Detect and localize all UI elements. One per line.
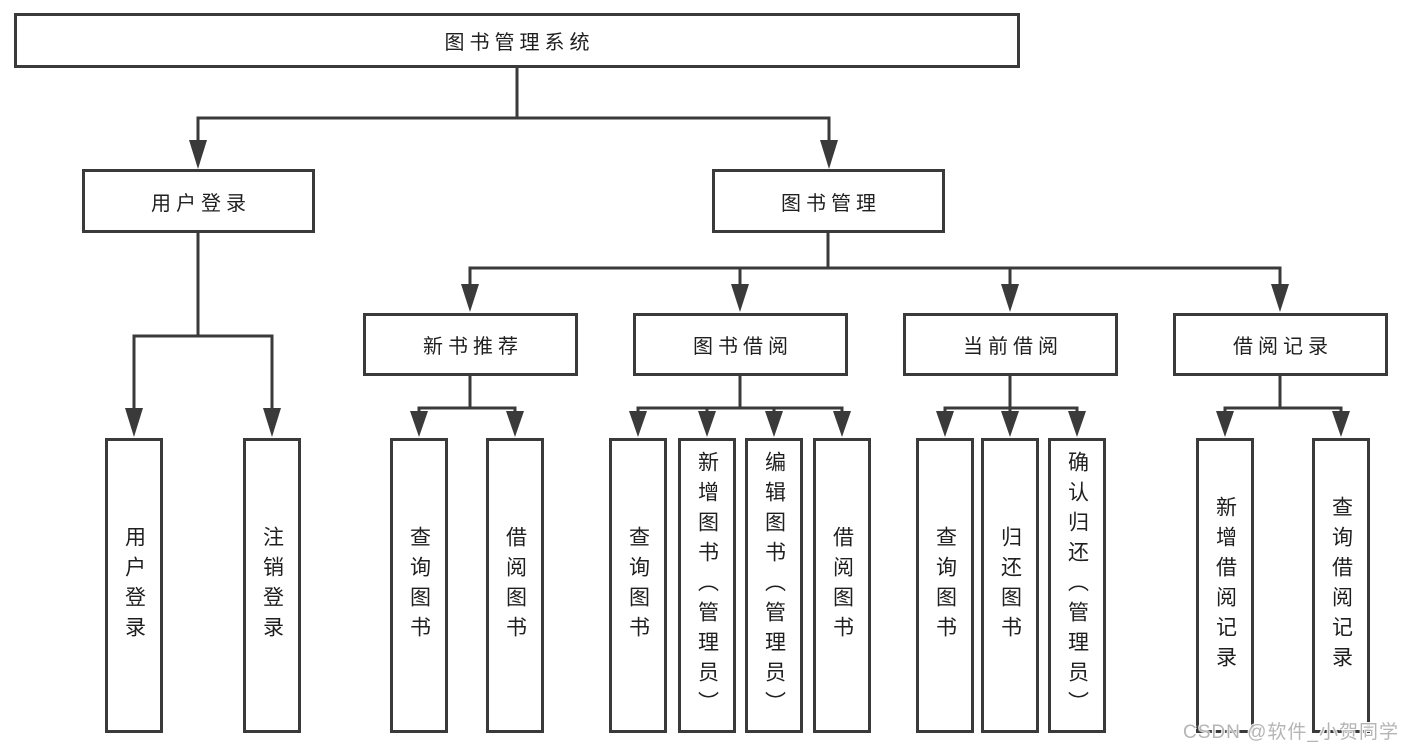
arrowhead	[629, 411, 647, 437]
arrowhead	[1216, 411, 1234, 437]
node-leaf-borrow-books-rec: 借阅图书	[486, 438, 544, 733]
node-leaf-user-login: 用户登录	[105, 438, 163, 733]
arrowhead	[410, 411, 428, 437]
node-label: 用户登录	[151, 192, 251, 215]
node-leaf-borrow-books: 借阅图书	[813, 438, 871, 733]
node-leaf-add-borrow-record: 新增借阅记录	[1196, 438, 1254, 733]
node-label: 图书管理系统	[444, 32, 595, 54]
arrowhead	[1068, 411, 1086, 437]
node-label: 编辑图书（管理员）	[762, 450, 786, 721]
connector-book-borrowing	[636, 374, 844, 416]
arrowhead	[461, 284, 479, 312]
arrowhead	[1001, 411, 1019, 437]
arrowhead	[765, 411, 783, 437]
node-leaf-query-borrow-record: 查询借阅记录	[1312, 438, 1370, 733]
arrowhead	[1332, 411, 1350, 437]
connector-root	[196, 66, 831, 146]
arrowhead	[820, 140, 838, 169]
node-label: 借阅图书	[830, 525, 854, 646]
node-book-borrowing: 图书借阅	[633, 313, 848, 376]
node-label: 图书借阅	[693, 336, 793, 358]
connector-current-borrowing	[943, 374, 1079, 416]
node-leaf-query-books-current: 查询图书	[916, 438, 974, 733]
node-label: 查询图书	[626, 525, 650, 646]
arrowhead	[263, 408, 281, 437]
arrowhead	[833, 411, 851, 437]
node-book-management: 图书管理	[712, 169, 945, 233]
node-label: 确认归还（管理员）	[1065, 450, 1089, 721]
node-label: 查询图书	[407, 525, 431, 646]
node-label: 新书推荐	[423, 336, 523, 358]
node-current-borrowing: 当前借阅	[903, 313, 1118, 376]
node-label: 新增图书（管理员）	[695, 450, 719, 721]
csdn-watermark: CSDN @软件_小贺同学	[1183, 722, 1399, 743]
arrowhead	[189, 140, 207, 169]
node-label: 新增借阅记录	[1213, 495, 1237, 676]
node-label: 注销登录	[260, 525, 284, 646]
node-leaf-logout: 注销登录	[243, 438, 301, 733]
node-label: 图书管理	[781, 192, 881, 215]
node-leaf-return-books: 归还图书	[981, 438, 1039, 733]
arrowhead	[1271, 284, 1289, 312]
connector-new-book-rec	[417, 374, 517, 416]
node-label: 用户登录	[122, 525, 146, 646]
node-leaf-query-books-rec: 查询图书	[390, 438, 448, 733]
node-new-book-recommendation: 新书推荐	[363, 313, 578, 376]
node-borrowing-records: 借阅记录	[1173, 313, 1388, 376]
arrowheads	[125, 140, 1350, 437]
node-label: 借阅图书	[503, 525, 527, 646]
node-leaf-edit-books-admin: 编辑图书（管理员）	[745, 438, 803, 733]
connector-book-management	[468, 230, 1282, 289]
arrowhead	[698, 411, 716, 437]
node-leaf-add-books-admin: 新增图书（管理员）	[678, 438, 736, 733]
node-label: 借阅记录	[1233, 336, 1333, 358]
arrowhead	[936, 411, 954, 437]
arrowhead	[125, 408, 143, 437]
arrowhead	[506, 411, 524, 437]
node-label: 当前借阅	[963, 336, 1063, 358]
node-leaf-query-books-borrow: 查询图书	[609, 438, 667, 733]
node-label: 查询图书	[933, 525, 957, 646]
node-user-login: 用户登录	[82, 169, 315, 233]
connector-borrowing-records	[1223, 374, 1343, 416]
connector-user-login	[132, 230, 274, 412]
arrowhead	[731, 284, 749, 312]
node-label: 查询借阅记录	[1329, 495, 1353, 676]
node-leaf-confirm-return-admin: 确认归还（管理员）	[1048, 438, 1106, 733]
node-library-management-system: 图书管理系统	[14, 13, 1020, 68]
arrowhead	[1001, 284, 1019, 312]
node-label: 归还图书	[998, 525, 1022, 646]
